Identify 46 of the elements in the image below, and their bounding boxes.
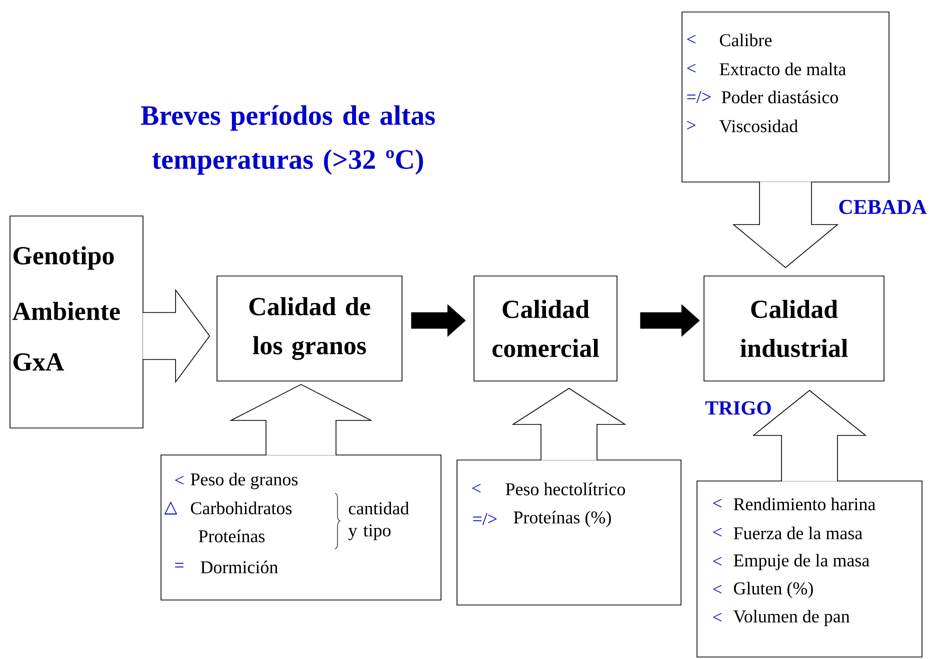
list-item: Empuje de la masa	[734, 554, 870, 570]
symbol: <	[472, 484, 480, 493]
symbol: =/>	[473, 512, 497, 526]
list-item: Fuerza de la masa	[734, 526, 862, 540]
symbol: <	[713, 528, 722, 537]
symbol: <	[175, 476, 184, 485]
block-arrow	[512, 388, 626, 461]
process-box: Calidad industrial	[704, 276, 884, 382]
list-item: Dormición	[200, 560, 278, 574]
list-item: GxA	[13, 353, 64, 371]
block-arrow	[752, 390, 867, 482]
block-arrow	[229, 384, 373, 456]
symbol: <	[713, 556, 722, 566]
list-item: cantidad y tipo	[348, 502, 409, 540]
symbol: >	[687, 120, 696, 130]
block-arrow	[732, 181, 839, 268]
list-item: Proteínas	[198, 530, 265, 542]
symbol: <	[713, 498, 722, 508]
list-item: Proteínas (%)	[514, 510, 611, 528]
list-item: Genotipo	[13, 246, 114, 270]
symbol: <	[713, 612, 722, 622]
list-item: Peso hectolítrico	[506, 482, 625, 496]
title: Breves períodos de altas temperaturas (>32 ºC)	[140, 105, 435, 175]
symbol: =/>	[687, 90, 711, 103]
crop-label: CEBADA	[839, 200, 927, 214]
process-box: Calidad comercial	[474, 276, 618, 382]
process-box: Calidad de los granos	[216, 276, 402, 382]
list-item: Volumen de pan	[733, 610, 850, 626]
symbol: <	[713, 584, 722, 594]
list-item: Rendimiento harina	[734, 498, 876, 510]
crop-label: TRIGO	[705, 401, 771, 415]
symbol: <	[687, 34, 696, 44]
list-item: Calibre	[720, 34, 772, 46]
arrow	[411, 304, 466, 337]
list-item: Extracto de malta	[720, 62, 846, 76]
list-item: Poder diastásico	[722, 90, 838, 104]
symbol: =	[175, 562, 184, 568]
list-item: Ambiente	[12, 302, 120, 320]
block-arrow	[142, 288, 210, 384]
symbol: <	[687, 64, 696, 73]
arrow	[640, 304, 700, 337]
list-item: Gluten (%)	[734, 582, 813, 598]
list-item: Viscosidad	[719, 120, 798, 132]
list-item: Carbohidratos	[190, 502, 292, 514]
list-item: Peso de granos	[190, 472, 298, 490]
symbol: △	[164, 501, 178, 514]
